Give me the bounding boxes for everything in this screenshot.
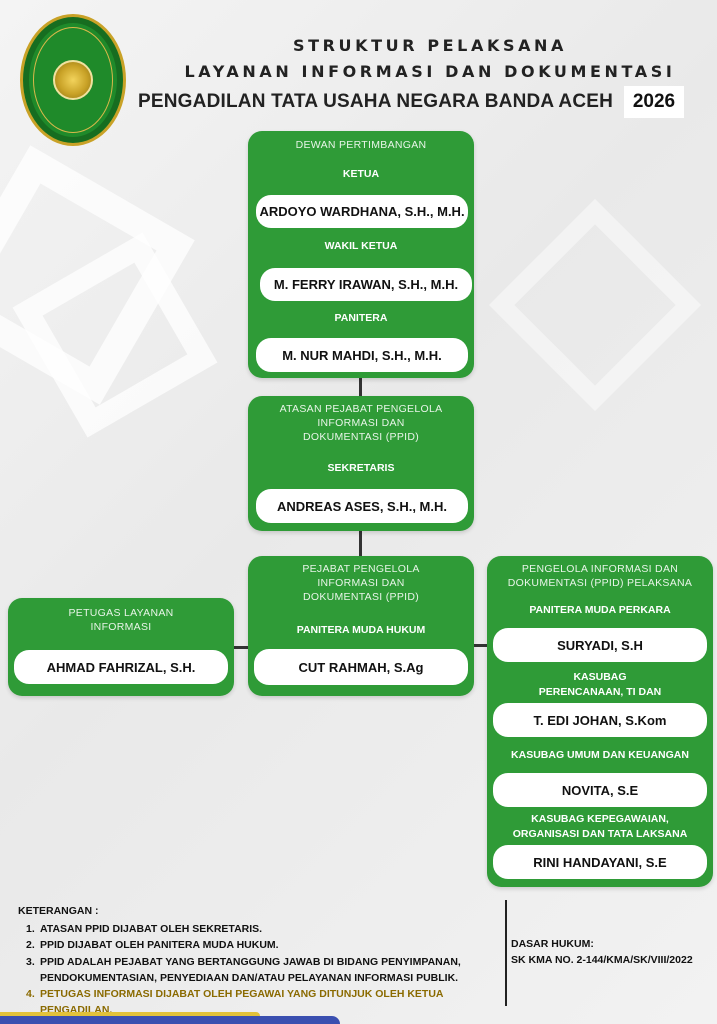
connector-line	[359, 375, 362, 399]
note-number: 2.	[26, 939, 35, 952]
notes-list: 1. ATASAN PPID DIJABAT OLEH SEKRETARIS. …	[26, 921, 508, 1019]
role-label: PANITERA MUDA PERKARA	[529, 604, 671, 616]
connector-line	[359, 530, 362, 558]
role-label: WAKIL KETUA	[324, 240, 398, 252]
person-name-pill: ANDREAS ASES, S.H., M.H.	[256, 489, 468, 523]
logo-ring	[33, 27, 113, 133]
card-label: DEWAN PERTIMBANGAN	[295, 139, 427, 151]
ppid-card: PEJABAT PENGELOLA INFORMASI DAN DOKUMENT…	[248, 556, 474, 696]
person-name-pill: M. NUR MAHDI, S.H., M.H.	[256, 338, 468, 372]
court-logo	[20, 14, 126, 146]
dewan-pertimbangan-card: DEWAN PERTIMBANGAN KETUA ARDOYO WARDHANA…	[248, 131, 474, 378]
card-label: PEJABAT PENGELOLA INFORMASI DAN DOKUMENT…	[302, 563, 420, 604]
dasar-hukum: DASAR HUKUM: SK KMA NO. 2-144/KMA/SK/VII…	[511, 937, 701, 969]
connector-line	[233, 646, 250, 649]
person-name-pill: AHMAD FAHRIZAL, S.H.	[14, 650, 228, 684]
title-line-1: STRUKTUR PELAKSANA	[292, 36, 568, 55]
note-text: PPID DIJABAT OLEH PANITERA MUDA HUKUM.	[40, 939, 279, 952]
connector-line	[472, 644, 489, 647]
person-name-pill: M. FERRY IRAWAN, S.H., M.H.	[260, 268, 472, 301]
dasar-hukum-label: DASAR HUKUM:	[511, 938, 594, 950]
title-line-3: PENGADILAN TATA USAHA NEGARA BANDA ACEH	[138, 91, 614, 112]
background-hexagon-shape	[488, 198, 702, 412]
note-text: ATASAN PPID DIJABAT OLEH SEKRETARIS.	[40, 923, 263, 935]
footer-accent	[0, 1016, 340, 1024]
title-line-2: LAYANAN INFORMASI DAN DOKUMENTASI	[184, 62, 676, 81]
note-text: PPID ADALAH PEJABAT YANG BERTANGGUNG JAW…	[40, 955, 461, 984]
petugas-layanan-card: PETUGAS LAYANAN INFORMASI AHMAD FAHRIZAL…	[8, 598, 234, 696]
person-name-pill: NOVITA, S.E	[493, 773, 707, 807]
person-name-pill: RINI HANDAYANI, S.E	[493, 845, 707, 879]
note-number: 4.	[26, 988, 35, 1001]
card-label: PETUGAS LAYANAN INFORMASI	[68, 607, 174, 634]
atasan-ppid-card: ATASAN PEJABAT PENGELOLA INFORMASI DAN D…	[248, 396, 474, 531]
role-label: SEKRETARIS	[327, 462, 395, 474]
role-label: PANITERA	[334, 312, 388, 324]
footer-accent	[0, 1012, 260, 1016]
note-number: 3.	[26, 955, 35, 968]
role-label: KASUBAG UMUM DAN KEUANGAN	[511, 749, 689, 761]
role-label: PANITERA MUDA HUKUM	[296, 624, 426, 636]
year-label: 2026	[624, 86, 684, 118]
notes-title: KETERANGAN :	[18, 905, 99, 917]
note-number: 1.	[26, 923, 35, 935]
card-label: ATASAN PEJABAT PENGELOLA INFORMASI DAN D…	[279, 403, 443, 444]
note-item: 3. PPID ADALAH PEJABAT YANG BERTANGGUNG …	[26, 954, 508, 987]
role-label: KETUA	[342, 168, 380, 180]
ppid-pelaksana-card: PENGELOLA INFORMASI DAN DOKUMENTASI (PPI…	[487, 556, 713, 887]
note-item: 1. ATASAN PPID DIJABAT OLEH SEKRETARIS.	[26, 921, 508, 937]
person-name-pill: SURYADI, S.H	[493, 628, 707, 662]
person-name-pill: ARDOYO WARDHANA, S.H., M.H.	[256, 195, 468, 228]
person-name-pill: CUT RAHMAH, S.Ag	[254, 649, 468, 685]
person-name-pill: T. EDI JOHAN, S.Kom	[493, 703, 707, 737]
card-label: PENGELOLA INFORMASI DAN DOKUMENTASI (PPI…	[507, 563, 693, 590]
notes-divider	[505, 900, 507, 1006]
dasar-hukum-text: SK KMA NO. 2-144/KMA/SK/VIII/2022	[511, 953, 693, 966]
role-label: KASUBAG KEPEGAWAIAN, ORGANISASI DAN TATA…	[512, 813, 688, 841]
note-item: 2. PPID DIJABAT OLEH PANITERA MUDA HUKUM…	[26, 937, 508, 953]
